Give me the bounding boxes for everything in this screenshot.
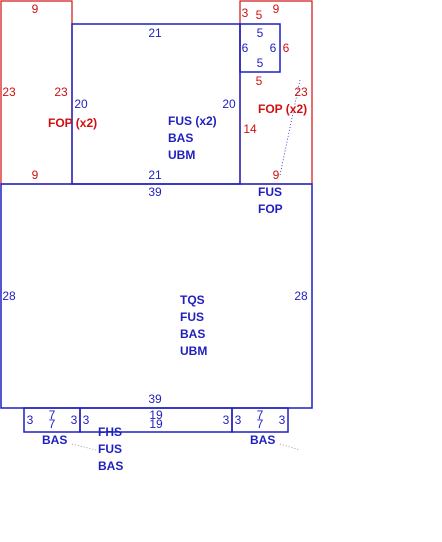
strip-left-bottom-dim: 7 [49, 417, 56, 431]
right-red-lower-dim: 5 [256, 74, 263, 88]
right-red-bottom-dim: 9 [273, 168, 280, 182]
left-red-bottom-dim: 9 [32, 168, 39, 182]
small-box-left-dim: 6 [242, 41, 249, 55]
small-box-right-dim: 6 [270, 41, 277, 55]
right-red-label: FOP (x2) [258, 102, 307, 116]
top-box-label-3: UBM [168, 148, 195, 162]
callout-label-2: FOP [258, 202, 283, 216]
top-box-left-dim: 20 [74, 97, 88, 111]
right-red-side-dim: 6 [283, 41, 290, 55]
strip-right-bottom-dim: 7 [257, 417, 264, 431]
main-box-label-1: TQS [180, 293, 205, 307]
strip-center-bottom-dim: 19 [149, 417, 163, 431]
callout-label-1: FUS [258, 185, 282, 199]
right-red-top-dim-left: 3 [242, 6, 249, 20]
strip-center-label-2: FUS [98, 442, 122, 456]
leader-bas-left [71, 443, 97, 451]
small-box-top-dim: 5 [257, 26, 264, 40]
top-center-box [71, 23, 241, 185]
left-red-label: FOP (x2) [48, 116, 97, 130]
strip-center-left-dim: 3 [83, 413, 90, 427]
left-red-left-dim: 23 [2, 85, 16, 99]
left-red-top-dim: 9 [32, 2, 39, 16]
strip-left-top-dim: 7 [49, 408, 56, 422]
main-box-bottom-dim: 39 [148, 392, 162, 406]
main-box-top-dim: 39 [148, 185, 162, 199]
strip-left-label: BAS [42, 433, 67, 447]
main-box-right-dim: 28 [294, 289, 308, 303]
leader-right-fop [279, 79, 301, 176]
main-box-label-2: FUS [180, 310, 204, 324]
top-box-top-dim: 21 [148, 26, 162, 40]
top-box-bottom-dim: 21 [148, 168, 162, 182]
right-red-top-dim-mid: 5 [256, 8, 263, 22]
main-box [0, 183, 313, 409]
strip-center-right-dim: 3 [223, 413, 230, 427]
leader-bas-right [279, 443, 301, 451]
right-red-top-dim-right: 9 [273, 2, 280, 16]
top-box-right-dim: 20 [222, 97, 236, 111]
strip-left-right-dim: 3 [71, 413, 78, 427]
left-red-right-dim: 23 [54, 85, 68, 99]
strip-right-label: BAS [250, 433, 275, 447]
main-box-label-4: UBM [180, 344, 207, 358]
strip-center-top-dim: 19 [149, 408, 163, 422]
right-red-right-dim: 23 [294, 85, 308, 99]
top-box-label-2: BAS [168, 131, 193, 145]
small-corner-box [239, 23, 281, 73]
strip-center-label-1: FHS [98, 425, 122, 439]
top-box-label-1: FUS (x2) [168, 114, 217, 128]
strip-right-left-dim: 3 [235, 413, 242, 427]
strip-center-label-3: BAS [98, 459, 123, 473]
strip-left-left-dim: 3 [27, 413, 34, 427]
bottom-strip-right [231, 407, 289, 433]
strip-right-right-dim: 3 [279, 413, 286, 427]
right-red-left-dim: 14 [243, 122, 257, 136]
strip-right-top-dim: 7 [257, 408, 264, 422]
small-box-bottom-dim: 5 [257, 56, 264, 70]
main-box-label-3: BAS [180, 327, 205, 341]
main-box-left-dim: 28 [2, 289, 16, 303]
